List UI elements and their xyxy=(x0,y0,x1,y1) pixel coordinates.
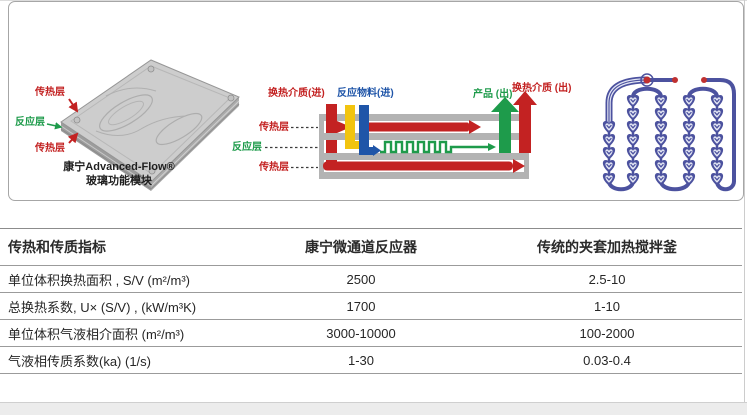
arrow-reaction-layer xyxy=(46,122,63,130)
reactor-cross-section xyxy=(265,91,537,179)
metric-label: 单位体积气液相介面积 (m²/m³) xyxy=(8,326,185,342)
module-caption-line1: 康宁Advanced-Flow® xyxy=(63,161,175,173)
traditional-value: 0.03-0.4 xyxy=(583,352,631,368)
reactant-feed-yellow xyxy=(345,105,362,149)
comparison-table: 传热和传质指标 康宁微通道反应器 传统的夹套加热搅拌釜 单位体积换热面积 , S… xyxy=(0,228,742,374)
label-reactant-inlet: 反应物料(进) xyxy=(337,88,394,99)
corning-value: 1700 xyxy=(346,298,376,314)
heart-cells xyxy=(602,94,724,187)
reactor-diagrams-svg xyxy=(46,59,736,192)
metric-label: 总换热系数, U× (S/V) , (kW/m³K) xyxy=(8,299,197,315)
col-header-metric: 传热和传质指标 xyxy=(8,239,106,255)
channel-port-dots xyxy=(640,73,707,87)
metric-label: 单位体积换热面积 , S/V (m²/m³) xyxy=(8,272,190,288)
traditional-value: 100-2000 xyxy=(579,325,635,341)
arrow-heat-layer-top xyxy=(68,98,79,113)
table-row: 总换热系数, U× (S/V) , (kW/m³K) 1700 1-10 xyxy=(0,293,742,320)
table-row: 单位体积换热面积 , S/V (m²/m³) 2500 2.5-10 xyxy=(0,266,742,293)
table-header-row: 传热和传质指标 康宁微通道反应器 传统的夹套加热搅拌釜 xyxy=(0,229,742,266)
label-cs-reaction-layer: 反应层 xyxy=(232,142,262,153)
glass-module-illustration xyxy=(46,59,240,191)
label-product-outlet: 产品 (出) xyxy=(473,89,513,100)
page-right-border xyxy=(744,0,745,403)
label-reaction-layer: 反应层 xyxy=(15,117,45,128)
module-caption-line2: 玻璃功能模块 xyxy=(86,175,152,187)
footer-strip xyxy=(0,402,747,415)
reactant-feed-blue xyxy=(359,105,373,155)
corning-value: 1-30 xyxy=(347,352,375,368)
corning-value: 2500 xyxy=(346,271,376,287)
col-header-corning: 康宁微通道反应器 xyxy=(305,239,417,255)
mixing-channel-path xyxy=(380,140,488,154)
col-header-traditional: 传统的夹套加热搅拌釜 xyxy=(537,239,677,255)
corning-value: 3000-10000 xyxy=(326,325,396,341)
page-top-border xyxy=(0,0,747,1)
label-cs-heat-layer-top: 传热层 xyxy=(259,122,289,133)
table-row: 气液相传质系数(ka) (1/s) 1-30 0.03-0.4 xyxy=(0,347,742,374)
label-cs-heat-layer-bottom: 传热层 xyxy=(259,162,289,173)
label-heat-layer-top: 传热层 xyxy=(35,87,65,98)
traditional-value: 1-10 xyxy=(593,298,621,314)
label-heat-medium-inlet: 换热介质(进) xyxy=(268,88,325,99)
reactor-illustration-panel: 传热层 反应层 传热层 康宁Advanced-Flow® 玻璃功能模块 换热介质… xyxy=(8,1,744,201)
table-row: 单位体积气液相介面积 (m²/m³) 3000-10000 100-2000 xyxy=(0,320,742,347)
traditional-value: 2.5-10 xyxy=(588,271,626,287)
label-heat-medium-outlet: 换热介质 (出) xyxy=(512,83,572,94)
metric-label: 气液相传质系数(ka) (1/s) xyxy=(8,353,152,369)
arrow-heat-layer-bottom xyxy=(67,132,79,144)
label-heat-layer-bottom: 传热层 xyxy=(35,143,65,154)
